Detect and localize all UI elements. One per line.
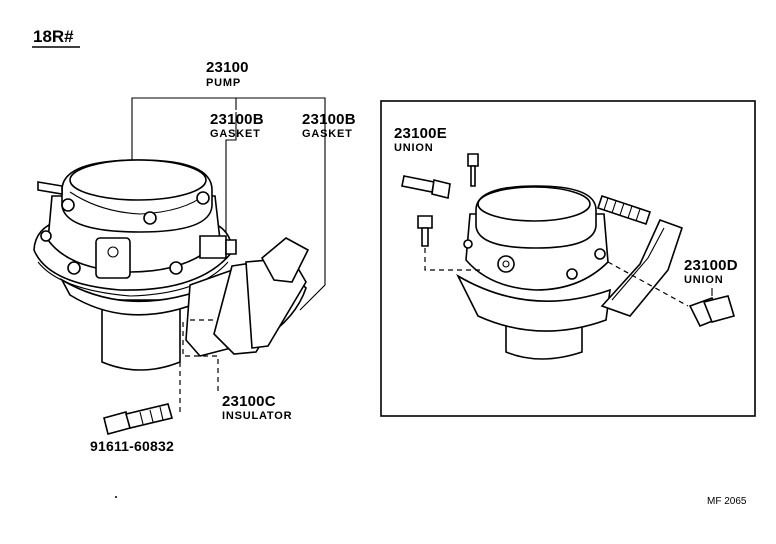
spring-icon <box>596 194 652 226</box>
inset-frame <box>380 100 756 417</box>
union-d-part-name: UNION <box>684 274 724 286</box>
bolt-91611-60832-drawing <box>103 403 173 435</box>
gasket-b-part-number: 23100B <box>302 111 356 128</box>
gasket-b-part-name: GASKET <box>302 128 353 140</box>
speck <box>115 496 117 498</box>
fuel-pump-main-drawing <box>33 159 310 371</box>
bolt-part-number: 91611-60832 <box>90 438 174 454</box>
union-e-part-number: 23100E <box>394 125 447 142</box>
figure-code: MF 2065 <box>707 496 747 507</box>
union-d-part-number: 23100D <box>684 257 738 274</box>
union-e-part-name: UNION <box>394 142 434 154</box>
pump-part-name: PUMP <box>206 77 241 89</box>
gasket-a-part-number: 23100B <box>210 111 264 128</box>
fuel-pump-inset-drawing <box>401 153 736 360</box>
gasket-a-part-name: GASKET <box>210 128 261 140</box>
leader-lines-left <box>131 97 326 412</box>
engine-code-label: 18R# <box>33 27 74 46</box>
insulator-part-name: INSULATOR <box>222 410 293 422</box>
pump-part-number: 23100 <box>206 59 249 76</box>
insulator-part-number: 23100C <box>222 393 276 410</box>
